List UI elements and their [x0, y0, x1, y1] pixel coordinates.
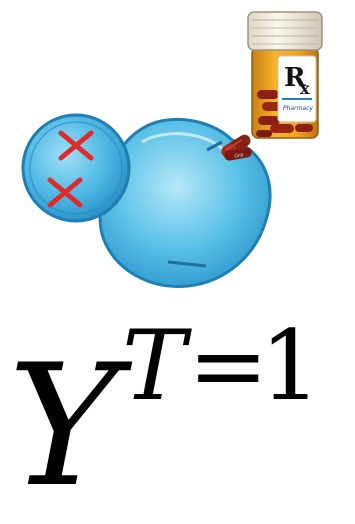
nucleus-circle — [21, 113, 131, 223]
cell-membrane-edge — [206, 140, 223, 152]
capsule-icon: Gra — [224, 147, 252, 161]
formula-equals: = — [188, 310, 269, 422]
rx-label: x — [300, 79, 310, 98]
x-mark-icon — [47, 177, 83, 208]
capsule-label: Gra — [234, 152, 244, 159]
pill-bottle: R x Pharmacy — [247, 11, 323, 139]
bottle-brand-text: Pharmacy — [283, 105, 313, 112]
cell-body — [98, 117, 272, 289]
bottle-cap — [247, 11, 323, 51]
x-mark-icon — [58, 130, 94, 161]
illustration: Gra R x Pharmacy — [21, 11, 323, 289]
formula-base: Y — [8, 328, 119, 524]
rx-label: R — [284, 63, 306, 93]
formula-rhs: 1 — [260, 310, 322, 422]
cell-membrane-edge — [167, 260, 207, 268]
nucleus-inner-ring — [29, 121, 123, 215]
cell — [98, 117, 272, 289]
bottle-label — [277, 55, 317, 123]
formula-superscript: T — [122, 310, 187, 422]
formula: Y T = 1 — [8, 310, 353, 510]
nucleus — [21, 113, 131, 223]
